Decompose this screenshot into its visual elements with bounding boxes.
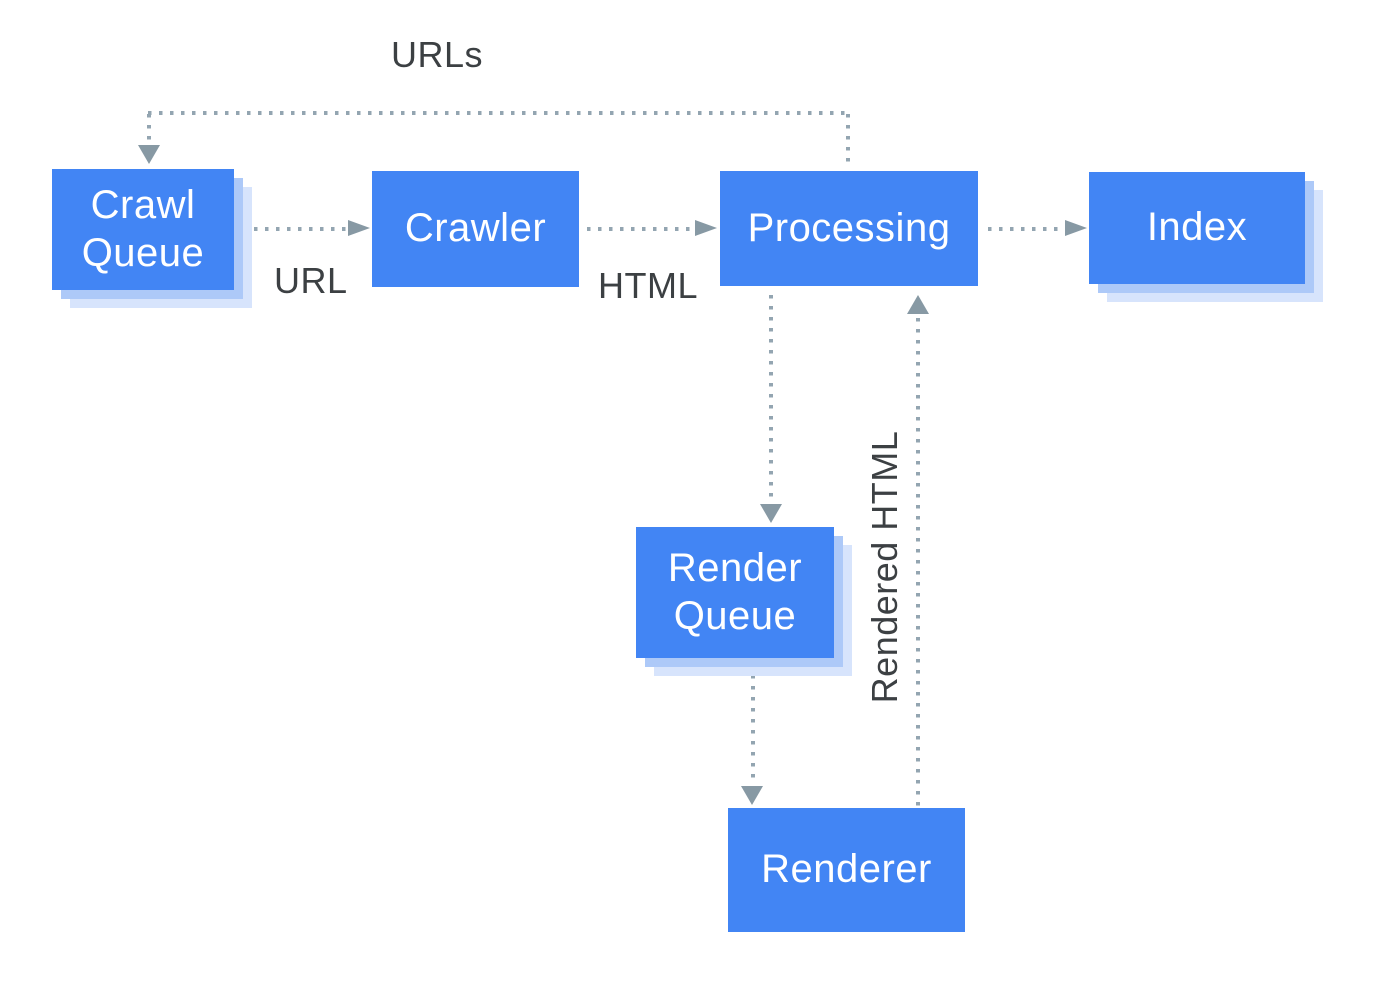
edge-processing-to-crawl-queue-line — [846, 114, 850, 169]
arrow-down-icon — [760, 504, 782, 523]
edge-label-rendered-html: Rendered HTML — [864, 430, 905, 704]
edge-renderer-to-processing-line — [916, 318, 920, 806]
node-renderer-label: Renderer — [761, 847, 932, 892]
node-renderer: Renderer — [728, 808, 965, 932]
edge-render-queue-to-renderer-line — [751, 675, 755, 784]
node-processing: Processing — [720, 171, 978, 286]
edge-label-html: HTML — [598, 265, 698, 306]
node-crawler: Crawler — [372, 171, 579, 287]
node-crawl-queue-label: Crawl Queue — [81, 183, 205, 275]
edge-label-url: URL — [274, 260, 348, 301]
arrow-right-icon — [348, 220, 370, 236]
arrow-up-icon — [907, 295, 929, 314]
edge-processing-to-index-line — [988, 227, 1062, 231]
node-crawler-label: Crawler — [404, 206, 547, 251]
edge-crawl-queue-to-crawler-line — [254, 227, 346, 231]
node-processing-label: Processing — [747, 205, 951, 250]
edge-processing-to-crawl-queue-line — [148, 111, 848, 115]
node-crawl-queue: Crawl Queue — [52, 169, 234, 290]
node-render-queue-label: Render Queue — [667, 546, 803, 638]
arrow-down-icon — [741, 786, 763, 805]
node-index-label: Index — [1146, 205, 1248, 250]
arrow-right-icon — [1065, 220, 1087, 236]
arrow-down-icon — [138, 145, 160, 164]
node-render-queue: Render Queue — [636, 527, 834, 658]
edge-processing-to-crawl-queue-line — [147, 114, 151, 142]
edge-crawler-to-processing-line — [587, 227, 692, 231]
node-index: Index — [1089, 172, 1305, 284]
arrow-right-icon — [695, 220, 717, 236]
edge-label-urls: URLs — [391, 34, 484, 75]
edge-processing-to-render-queue-line — [769, 295, 773, 501]
